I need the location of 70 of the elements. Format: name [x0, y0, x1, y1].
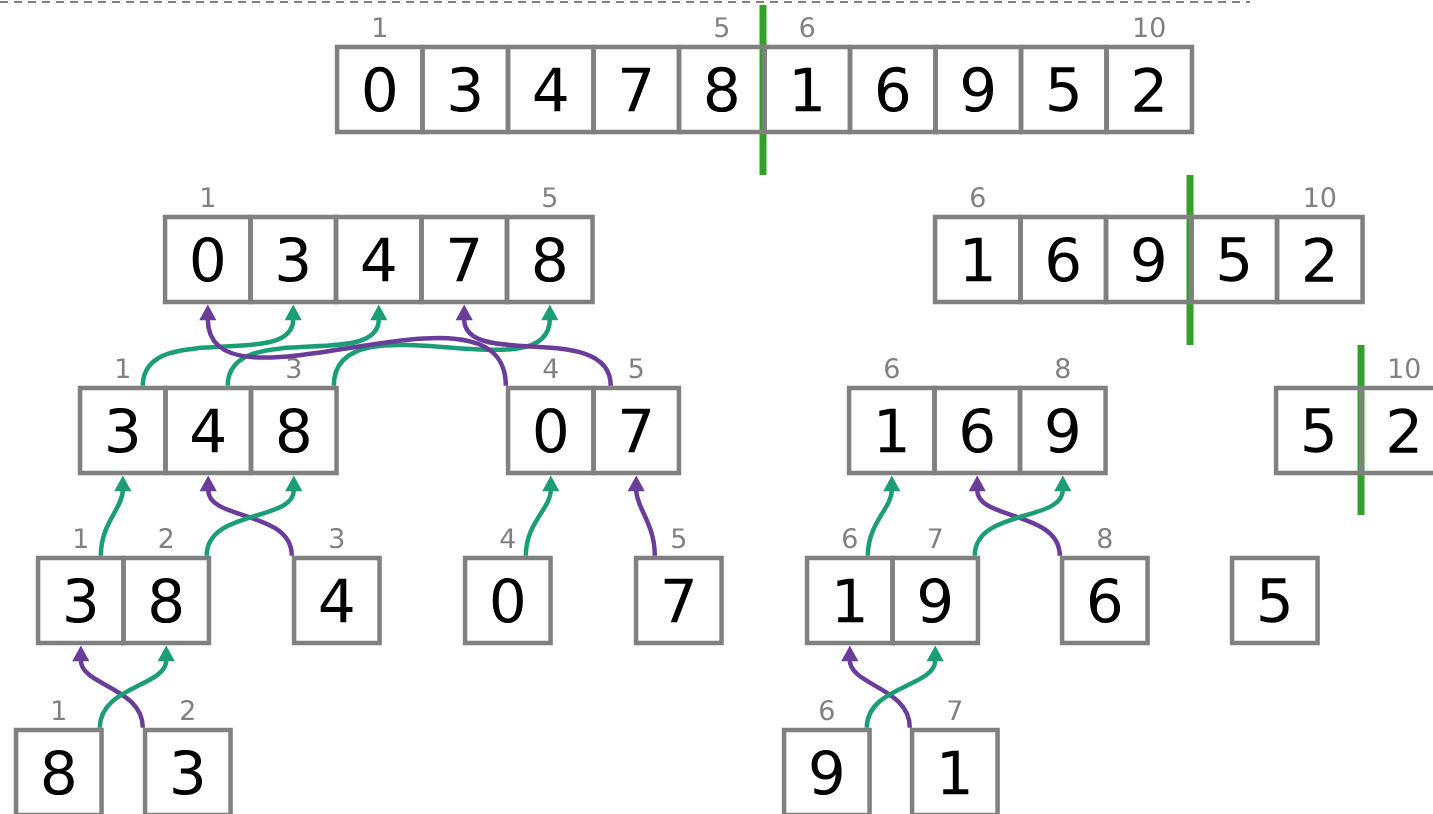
- array-cell: 1: [804, 555, 895, 646]
- array-cell: 4: [333, 214, 424, 305]
- index-label: 4: [500, 528, 515, 548]
- array-cell: 0: [334, 44, 425, 135]
- array-cell: 6: [932, 385, 1023, 476]
- index-label: 5: [715, 17, 728, 38]
- index-label: 1: [53, 700, 65, 720]
- array-cell: 8: [121, 555, 212, 646]
- index-label: 6: [971, 187, 985, 208]
- array-cell: 1: [846, 385, 937, 476]
- array-cell: 6: [1018, 214, 1109, 305]
- array-cell: 3: [420, 44, 511, 135]
- array-cell: 7: [591, 44, 682, 135]
- index-label: 5: [543, 187, 556, 208]
- index-label: 8: [1056, 358, 1070, 379]
- array-cell: 6: [1059, 555, 1150, 646]
- array-cell: 0: [162, 214, 253, 305]
- array-cell: 3: [142, 727, 233, 814]
- index-label: 7: [948, 700, 962, 720]
- array-cell: 0: [505, 385, 596, 476]
- array-cell: 5: [1229, 555, 1320, 646]
- array-cell: 9: [890, 555, 981, 646]
- array-cell: 4: [163, 385, 254, 476]
- array-cell: 1: [909, 727, 1000, 814]
- index-label: 10: [1135, 17, 1165, 38]
- array-cell: 3: [248, 214, 339, 305]
- array-cell: 9: [1103, 214, 1194, 305]
- index-label: 4: [543, 358, 558, 378]
- index-label: 1: [117, 358, 129, 378]
- array-cell: 1: [932, 214, 1023, 305]
- array-cell: 9: [1017, 385, 1108, 476]
- index-label: 2: [159, 528, 173, 548]
- array-cell: 2: [1359, 385, 1433, 476]
- array-cell: 8: [676, 44, 767, 135]
- array-cell: 4: [291, 555, 382, 646]
- index-label: 10: [1390, 358, 1420, 379]
- array-cell: 4: [505, 44, 596, 135]
- array-cell: 5: [1273, 385, 1364, 476]
- array-cell: 9: [781, 727, 872, 814]
- array-cell: 8: [504, 214, 595, 305]
- array-cell: 5: [1018, 44, 1109, 135]
- array-cell: 7: [591, 385, 682, 476]
- index-label: 6: [800, 17, 815, 38]
- index-label: 1: [374, 17, 386, 37]
- index-label: 6: [843, 528, 857, 549]
- index-label: 10: [1305, 187, 1336, 208]
- index-label: 2: [181, 700, 194, 720]
- array-cell: 7: [419, 214, 510, 305]
- index-label: 6: [885, 358, 899, 379]
- index-label: 5: [629, 358, 643, 379]
- index-label: 5: [672, 528, 685, 549]
- index-label: 8: [1098, 528, 1112, 549]
- index-label: 1: [75, 528, 87, 548]
- array-cell: 5: [1189, 214, 1280, 305]
- index-label: 3: [330, 528, 344, 549]
- index-label: 3: [287, 358, 301, 379]
- array-cell: 8: [13, 727, 104, 814]
- index-label: 6: [820, 700, 834, 721]
- array-cell: 6: [847, 44, 938, 135]
- array-cell: 7: [633, 555, 724, 646]
- array-cell: 2: [1274, 214, 1365, 305]
- array-cell: 1: [762, 44, 853, 135]
- array-cell: 3: [35, 555, 126, 646]
- index-label: 1: [202, 187, 214, 207]
- array-cell: 2: [1104, 44, 1195, 135]
- array-cell: 9: [933, 44, 1024, 135]
- array-cell: 3: [77, 385, 168, 476]
- array-cell: 8: [248, 385, 339, 476]
- index-label: 7: [928, 528, 942, 548]
- array-cell: 0: [462, 555, 553, 646]
